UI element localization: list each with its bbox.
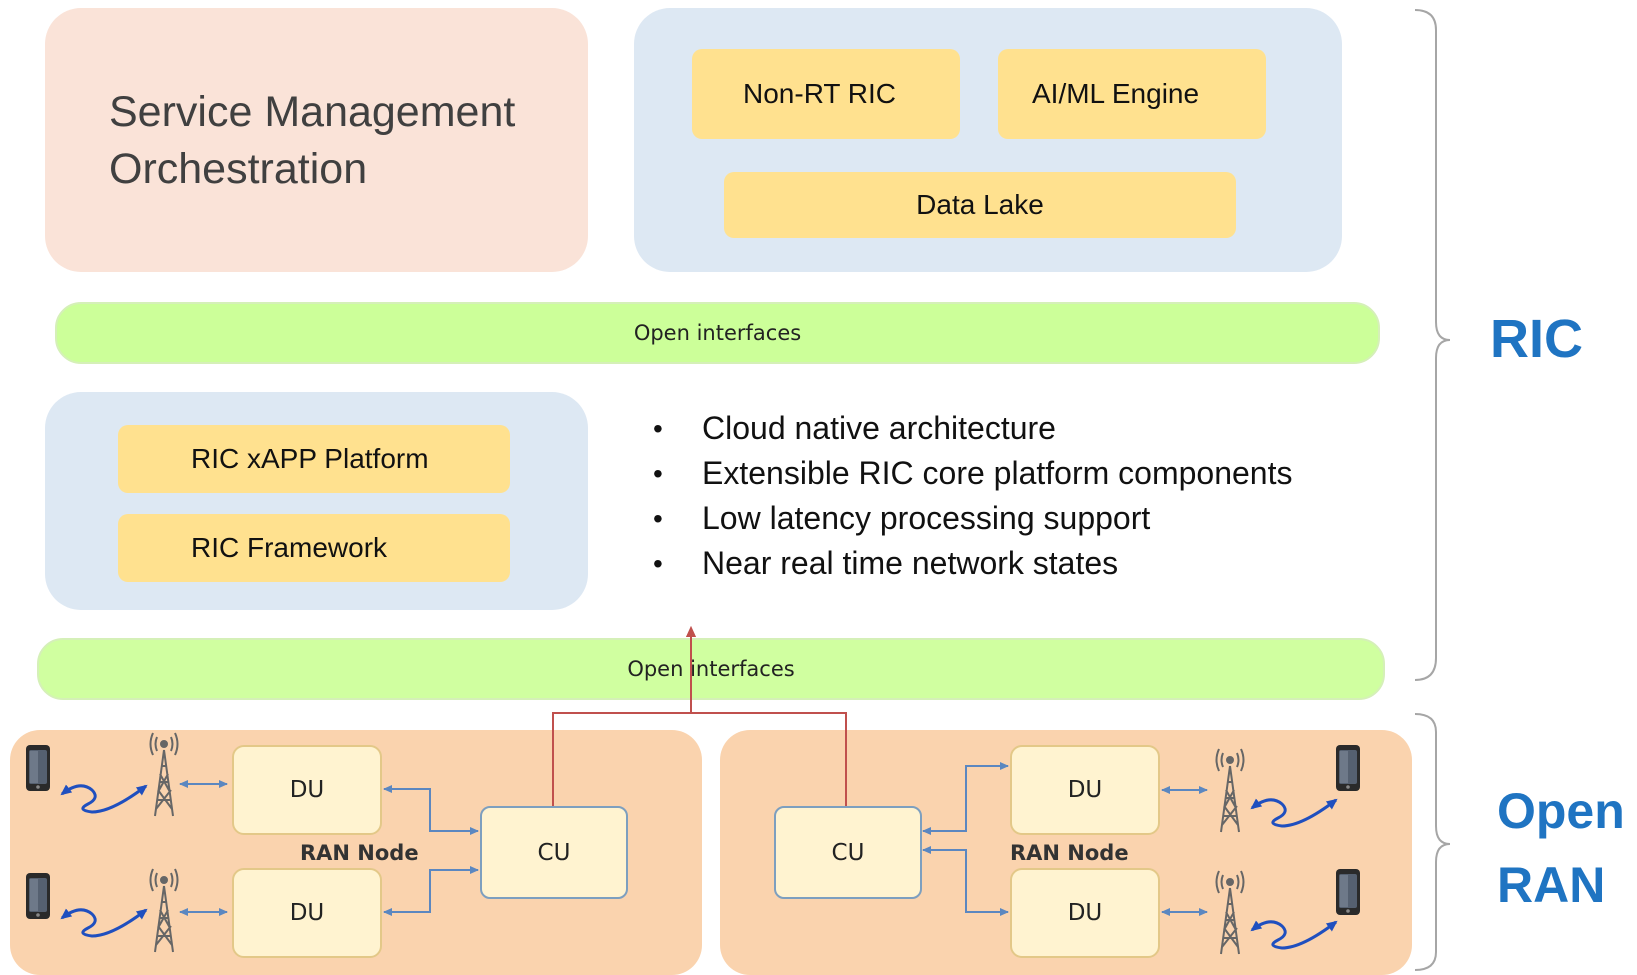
du-box: DU	[1010, 868, 1160, 958]
non-rt-ric-box: Non-RT RIC	[692, 49, 960, 139]
ric-brace	[1414, 9, 1451, 681]
left-node-links	[179, 780, 479, 916]
feature-item: Cloud native architecture	[650, 406, 1292, 451]
wireless-wave-icon	[60, 784, 148, 814]
smartphone-icon	[26, 873, 50, 919]
right-node-links	[922, 762, 1208, 916]
du-box: DU	[1010, 745, 1160, 835]
ai-ml-engine-box: AI/ML Engine	[998, 49, 1266, 139]
ran-node-label: RAN Node	[300, 841, 419, 865]
wireless-wave-icon	[60, 908, 148, 938]
smartphone-icon	[1336, 745, 1360, 791]
ric-framework-box: RIC Framework	[118, 514, 510, 582]
du-box: DU	[232, 868, 382, 958]
cu-box: CU	[774, 806, 922, 899]
cell-tower-icon	[149, 868, 179, 953]
open-ran-label-line1: Open	[1497, 783, 1625, 839]
du-box: DU	[232, 745, 382, 835]
open-interfaces-bar-top: Open interfaces	[55, 302, 1380, 364]
near-rt-ric-panel: RIC xAPP Platform RIC Framework	[45, 392, 588, 610]
open-interfaces-bar-bottom: Open interfaces	[37, 638, 1385, 700]
feature-item: Near real time network states	[650, 541, 1292, 586]
cell-tower-icon	[149, 732, 179, 817]
wireless-wave-icon	[1250, 920, 1338, 950]
data-lake-box: Data Lake	[724, 172, 1236, 238]
open-ran-brace	[1414, 713, 1451, 971]
cu-box: CU	[480, 806, 628, 899]
left-ue-group	[26, 732, 179, 953]
open-ran-label-line2: RAN	[1497, 857, 1606, 913]
cell-tower-icon	[1215, 870, 1245, 955]
ran-node-label: RAN Node	[1010, 841, 1129, 865]
smo-panel: Service Management Orchestration	[45, 8, 588, 272]
feature-item: Low latency processing support	[650, 496, 1292, 541]
smartphone-icon	[26, 745, 50, 791]
ric-feature-list: Cloud native architecture Extensible RIC…	[650, 406, 1292, 586]
smo-title: Service Management Orchestration	[109, 88, 516, 193]
cell-tower-icon	[1215, 748, 1245, 833]
ric-label: RIC	[1490, 309, 1583, 369]
wireless-wave-icon	[1250, 798, 1338, 828]
smartphone-icon	[1336, 869, 1360, 915]
ric-xapp-platform-box: RIC xAPP Platform	[118, 425, 510, 493]
non-rt-ric-panel: Non-RT RIC AI/ML Engine Data Lake	[634, 8, 1342, 272]
feature-item: Extensible RIC core platform components	[650, 451, 1292, 496]
right-ue-group	[1215, 745, 1360, 955]
